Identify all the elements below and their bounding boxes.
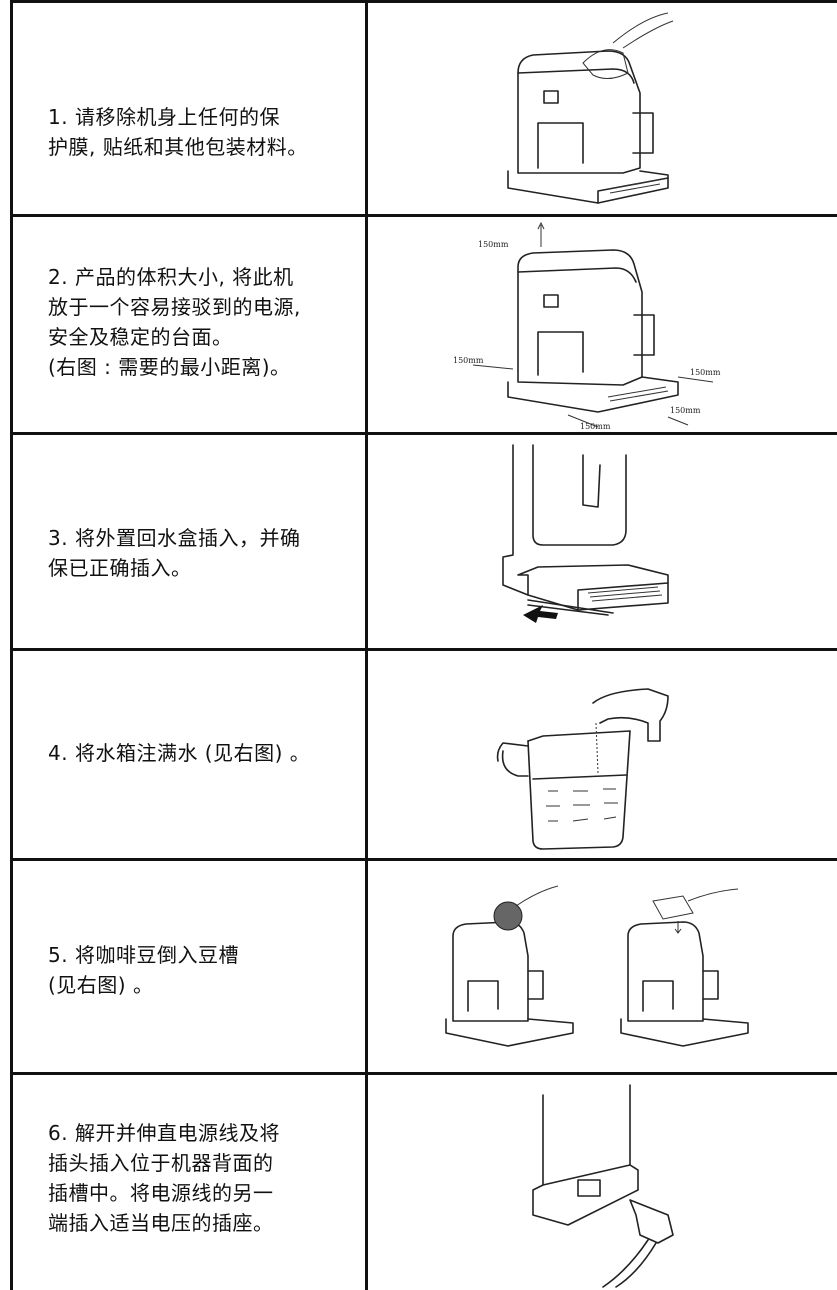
row-divider (10, 858, 837, 861)
beans-hopper-icon (445, 885, 749, 1047)
step-3-illustration (368, 435, 837, 648)
dimension-right-label: 150mm (690, 368, 721, 377)
row-divider (10, 1072, 837, 1075)
row-divider (10, 648, 837, 651)
step-1-illustration (368, 3, 837, 214)
step-1-text: 1. 请移除机身上任何的保 护膜, 贴纸和其他包装材料。 (48, 105, 308, 159)
step-4-text: 4. 将水箱注满水 (见右图) 。 (48, 741, 311, 765)
step-4-illustration (368, 651, 837, 858)
hand-peeling-film-icon (507, 12, 674, 204)
step-3-text: 3. 将外置回水盒插入，并确 保已正确插入。 (48, 526, 301, 580)
power-cord-icon (532, 1084, 674, 1288)
drip-tray-insert-icon (502, 444, 669, 623)
step-2-illustration: 150mm 150mm 150mm 150mm 150mm (368, 217, 837, 432)
step-6-text: 6. 解开并伸直电源线及将 插头插入位于机器背面的 插槽中。将电源线的另一 端插… (48, 1121, 280, 1235)
step-5-illustration (368, 861, 837, 1072)
step-5-text: 5. 将咖啡豆倒入豆槽 (见右图) 。 (48, 943, 239, 997)
table-left-border (10, 0, 13, 1290)
dimension-left-label: 150mm (453, 356, 484, 365)
step-2-text: 2. 产品的体积大小, 将此机 放于一个容易接驳到的电源, 安全及稳定的台面。 … (48, 265, 301, 379)
water-tank-fill-icon (496, 688, 669, 850)
clearance-diagram-icon: 150mm 150mm 150mm 150mm 150mm (453, 221, 721, 431)
dimension-top-label: 150mm (478, 240, 509, 249)
step-6-illustration (368, 1075, 837, 1290)
dimension-bottom-left-label: 150mm (580, 422, 611, 431)
row-divider (10, 0, 837, 3)
row-divider (10, 432, 837, 435)
row-divider (10, 214, 837, 217)
table-column-divider (365, 0, 368, 1290)
dimension-bottom-right-label: 150mm (670, 406, 701, 415)
